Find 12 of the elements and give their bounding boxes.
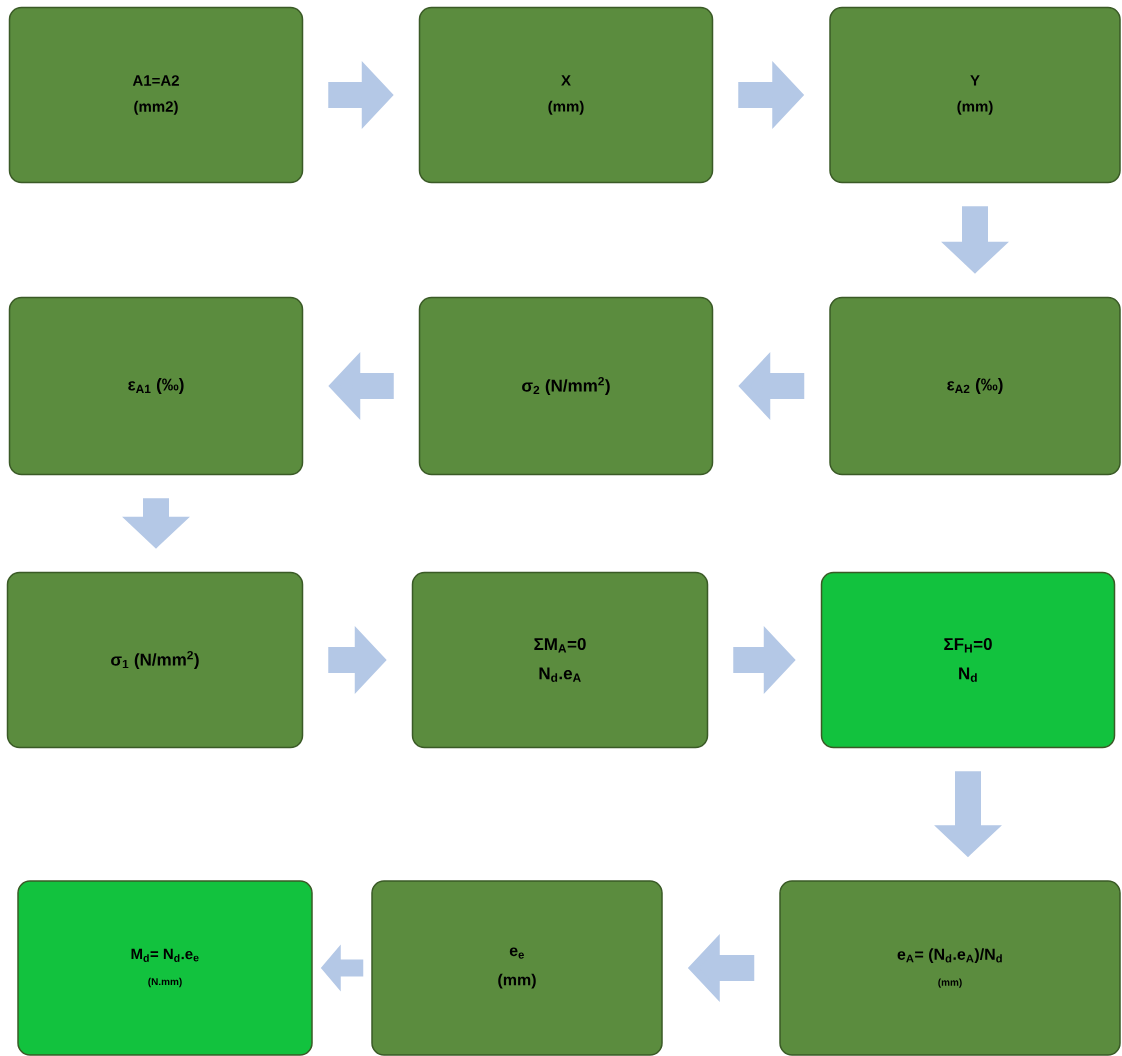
process-box: e$_{e}$ (mm)	[371, 880, 663, 1056]
process-box: Y (mm)	[829, 6, 1121, 184]
process-box: σ$_{1}$ (N/mm$^{2}$)	[6, 571, 304, 749]
process-box: M$_{d}$= N$_{d}$.e$_{e}$ (N.mm)	[17, 880, 313, 1056]
process-box: ε$_{A2}$ (‰)	[829, 296, 1121, 476]
process-box: e$_{A}$= (N$_{d}$.e$_{A}$)/N$_{d}$ (mm)	[779, 880, 1121, 1056]
process-box: ε$_{A1}$ (‰)	[8, 296, 304, 476]
process-box: A1=A2 (mm2)	[8, 6, 304, 184]
process-box: ΣM$_{A}$=0 N$_{d}$.e$_{A}$	[411, 571, 709, 749]
process-box: X (mm)	[418, 6, 714, 184]
process-box: ΣF$_{H}$=0 N$_{d}$	[820, 571, 1116, 749]
process-box: σ$_{2}$ (N/mm$^{2}$)	[418, 296, 714, 476]
